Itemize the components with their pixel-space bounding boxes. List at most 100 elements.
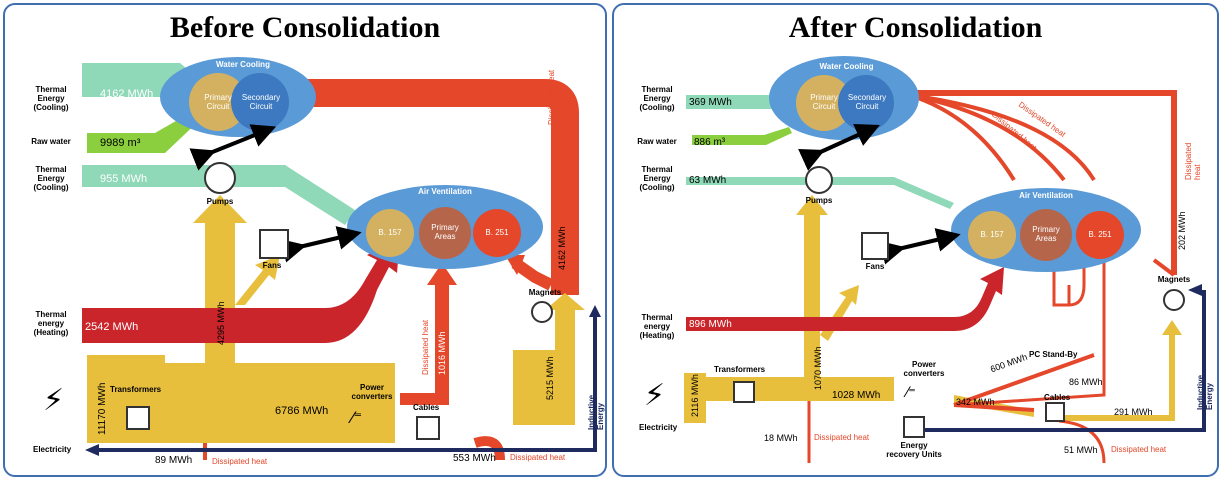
- b251-node: [473, 209, 521, 257]
- value-6786: 6786 MWh: [275, 405, 329, 417]
- secondary-circuit-label: Secondary Circuit: [847, 93, 887, 111]
- air-ventilation-label: Air Ventilation: [1019, 191, 1073, 200]
- dissipated-heat-label-c: Dissipated heat: [1184, 142, 1202, 180]
- cables-label: Cables: [413, 403, 440, 412]
- transformers-label: Transformers: [714, 365, 766, 374]
- b157-node: [366, 209, 414, 257]
- transformer-icon: [126, 406, 150, 430]
- converter-red-flow: [400, 263, 457, 405]
- thermal-cooling-label: Thermal Energy (Cooling): [33, 85, 69, 112]
- primary-circuit-node: [796, 75, 852, 131]
- cooling-value: 4162 MWh: [100, 88, 154, 100]
- fans-label: Fans: [865, 262, 885, 271]
- magnets-yellow-flow: [1054, 320, 1182, 421]
- primary-circuit-node: [189, 73, 247, 131]
- transformers-label: Transformers: [110, 385, 162, 394]
- cables-icon: [416, 416, 440, 440]
- secondary-circuit-label: Secondary Circuit: [241, 93, 281, 111]
- raw-water-label: Raw water: [31, 137, 71, 146]
- raw-water-value: 886 m³: [694, 137, 726, 148]
- value-89: 89 MWh: [155, 455, 193, 466]
- pumps-label: Pumps: [805, 196, 833, 205]
- magnets-yellow-flow: [513, 293, 585, 425]
- primary-areas-label: Primary Areas: [1032, 225, 1060, 243]
- value-291: 291 MWh: [1114, 407, 1153, 417]
- pump-icon: [204, 162, 236, 194]
- magnets-label: Magnets: [1157, 275, 1191, 284]
- connector-line: [879, 228, 961, 265]
- value-1070: 1070 MWh: [813, 346, 823, 390]
- dissipated-heat-label-e: Dissipated heat: [1111, 445, 1167, 454]
- fans-yellow-flow: [235, 255, 280, 305]
- value-51: 51 MWh: [1064, 445, 1098, 455]
- inductive-energy-flow: [95, 315, 597, 452]
- value-18: 18 MWh: [764, 433, 798, 443]
- dissipated-heat-line-4: [908, 93, 1096, 182]
- b157-label: B. 157: [378, 228, 402, 237]
- inductive-energy-flow: [914, 290, 1206, 432]
- thermal-heating-label: Thermal energy (Heating): [33, 310, 69, 337]
- dissipated-heat-line-3: [908, 93, 1066, 182]
- dissipated-heat-arrow: [511, 258, 554, 291]
- primary-circuit-label: Primary Circuit: [810, 93, 838, 111]
- electricity-icon: ⚡: [644, 378, 665, 413]
- fan-icon: [259, 229, 289, 259]
- inductive-energy-label: Inductive Energy: [1196, 374, 1214, 410]
- power-converters-label: Power converters: [351, 383, 393, 401]
- heating-red-flow: [82, 237, 400, 343]
- dissipated-heat-label-2: Dissipated heat: [212, 457, 268, 466]
- pc-standby-line: [1052, 255, 1086, 307]
- converter-icon: ⁄⁼: [351, 408, 363, 427]
- energy-recovery-icon: [903, 416, 925, 438]
- heating-red-flow: [686, 267, 1004, 331]
- dissipated-heat-label-3: Dissipated heat: [510, 453, 566, 462]
- connector-line: [798, 124, 880, 171]
- fans-yellow-flow: [820, 285, 859, 341]
- b251-label: B. 251: [1088, 230, 1112, 239]
- arrowhead: [589, 305, 601, 317]
- panel-title: Before Consolidation: [169, 11, 441, 44]
- inductive-energy-label: Inductive Energy: [587, 394, 605, 430]
- converter-red-line-2: [953, 260, 1106, 407]
- b251-label: B. 251: [485, 228, 509, 237]
- dissipated-heat-flow: [295, 79, 579, 295]
- thermal-cooling-label: Thermal Energy (Cooling): [639, 85, 675, 112]
- cooling-value: 369 MWh: [689, 97, 732, 108]
- magnet-icon: [531, 301, 553, 323]
- cables-icon: [1045, 402, 1065, 422]
- dissipated-heat-label: Dissipated heat: [547, 69, 556, 125]
- raw-water-arrow: [692, 127, 792, 145]
- bottom-dissipated-flow-2: [1058, 419, 1106, 464]
- before-diagram: ⚡: [43, 57, 601, 461]
- after-consolidation-panel: After Consolidation: [612, 3, 1219, 477]
- value-86: 86 MWh: [1069, 377, 1103, 387]
- primary-areas-node: [1020, 209, 1072, 261]
- after-diagram: ⚡: [644, 56, 1206, 464]
- connector-line: [280, 226, 362, 263]
- connector-line: [189, 124, 277, 171]
- value-5215: 5215 MWh: [545, 356, 555, 400]
- cooling-flow-arrow-2: [686, 177, 954, 209]
- electricity-yellow-flow: [684, 373, 706, 423]
- magnets-label: Magnets: [528, 288, 562, 297]
- value-202: 202 MWh: [1177, 211, 1187, 250]
- electricity-icon: ⚡: [43, 383, 64, 418]
- fan-icon: [861, 232, 889, 260]
- cooling-value-2: 955 MWh: [100, 173, 148, 185]
- cables-label: Cables: [1044, 393, 1071, 402]
- pumps-label: Pumps: [206, 197, 234, 206]
- thermal-cooling-label-2: Thermal Energy (Cooling): [639, 165, 675, 192]
- value-342: 342 MWh: [956, 397, 995, 407]
- power-converters-label: Power converters: [903, 360, 945, 378]
- bottom-dissipated-flow-2: [473, 436, 505, 461]
- electricity-label: Electricity: [639, 423, 678, 432]
- raw-water-label: Raw water: [637, 137, 677, 146]
- heating-value: 896 MWh: [689, 319, 732, 330]
- value-553: 553 MWh: [453, 453, 496, 464]
- primary-areas-label: Primary Areas: [431, 223, 459, 241]
- value-1028: 1028 MWh: [832, 390, 881, 401]
- pc-standby-label: PC Stand-By: [1029, 350, 1078, 359]
- value-4295: 4295 MWh: [216, 301, 226, 345]
- pump-icon: [805, 166, 833, 194]
- cooling-flow-arrow-2: [82, 165, 355, 225]
